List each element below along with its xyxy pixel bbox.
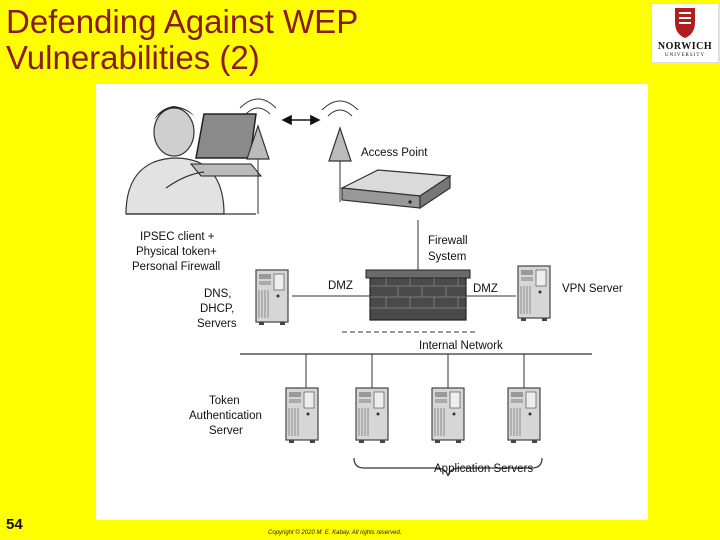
- token-server-icon: [285, 387, 319, 444]
- client-label-1: IPSEC client +: [140, 231, 215, 243]
- dns-label-3: Servers: [197, 318, 237, 330]
- slide-number: 54: [6, 516, 23, 533]
- shield-icon: [675, 8, 695, 38]
- logo-word: NORWICH: [657, 41, 713, 52]
- access-point-label: Access Point: [361, 147, 428, 159]
- token-label-3: Server: [209, 425, 243, 437]
- vpn-server-label: VPN Server: [562, 283, 623, 295]
- access-point-device-icon: [339, 169, 452, 210]
- norwich-university-logo: NORWICH UNIVERSITY: [651, 3, 719, 63]
- network-diagram: Access Point Firewall: [96, 84, 648, 520]
- firewall-label-2: System: [428, 251, 466, 263]
- firewall-label-1: Firewall: [428, 235, 468, 247]
- dns-label-2: DHCP,: [200, 303, 234, 315]
- logo-subword: UNIVERSITY: [665, 53, 705, 58]
- title-line-1: Defending Against WEP: [6, 3, 359, 40]
- app-servers-label: Application Servers: [434, 463, 533, 475]
- token-label-2: Authentication: [189, 410, 262, 422]
- dns-server-icon: [255, 269, 289, 326]
- client-antenna-icon: [239, 98, 277, 214]
- app-server-3-icon: [507, 387, 541, 444]
- user-laptop-icon: [125, 106, 263, 215]
- dns-label-1: DNS,: [204, 288, 231, 300]
- dmz-left-label: DMZ: [328, 280, 353, 292]
- firewall-icon: [365, 269, 471, 321]
- vpn-server-icon: [517, 265, 551, 322]
- client-label-2: Physical token+: [136, 246, 217, 258]
- internal-network-label: Internal Network: [419, 340, 503, 352]
- title-line-2: Vulnerabilities (2): [6, 39, 260, 76]
- token-label-1: Token: [209, 395, 240, 407]
- app-servers-brace: [353, 457, 543, 477]
- copyright-notice: Copyright © 2020 M. E. Kabay. All rights…: [268, 530, 402, 536]
- dmz-right-label: DMZ: [473, 283, 498, 295]
- app-server-2-icon: [431, 387, 465, 444]
- app-server-1-icon: [355, 387, 389, 444]
- slide-title: Defending Against WEP Vulnerabilities (2…: [6, 4, 606, 76]
- access-point-antenna-icon: [321, 100, 359, 202]
- client-label-3: Personal Firewall: [132, 261, 220, 273]
